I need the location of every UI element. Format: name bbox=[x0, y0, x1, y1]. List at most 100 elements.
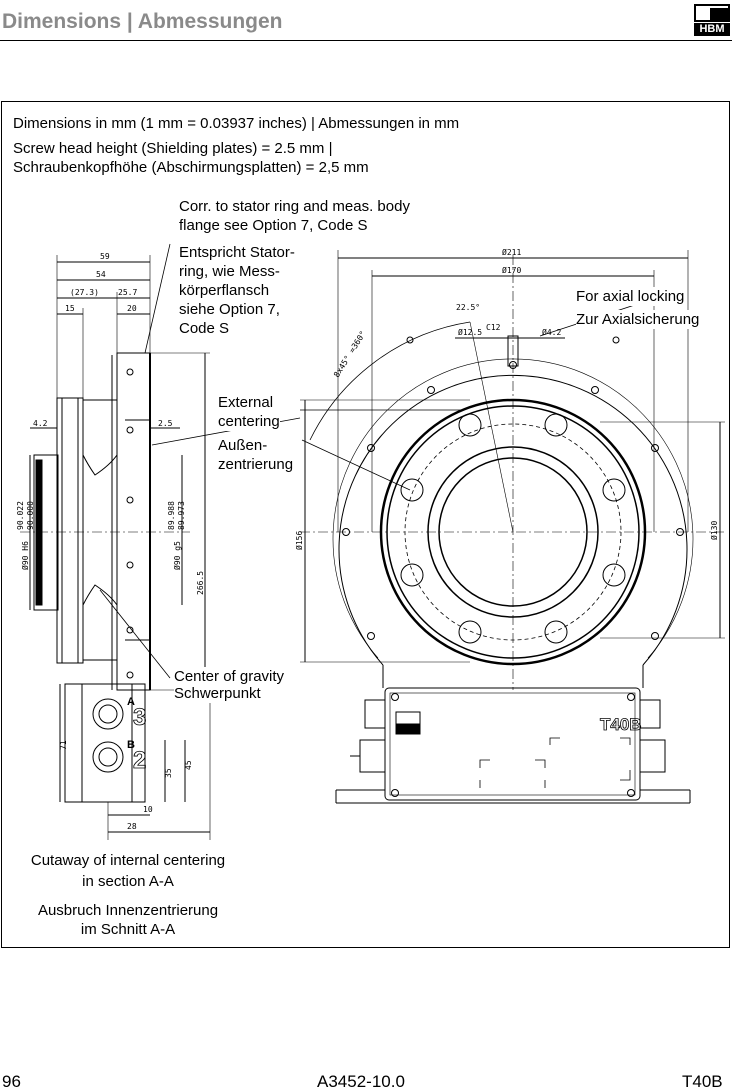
leader-line-cog bbox=[99, 589, 171, 679]
dim-15: 15 bbox=[65, 304, 75, 313]
side-view bbox=[20, 255, 211, 840]
rotor-bolt-hole bbox=[400, 563, 424, 587]
housing-logo bbox=[395, 711, 421, 725]
dim-c12: C12 bbox=[486, 323, 501, 332]
caption-cutaway-en-1: Cutaway of internal centering bbox=[30, 852, 226, 869]
side-rotor-section-lower bbox=[82, 584, 118, 661]
callout-corr-en-1: Corr. to stator ring and meas. body bbox=[179, 198, 410, 215]
callout-corr-de-2: ring, wie Mess- bbox=[179, 263, 280, 280]
side-flange bbox=[56, 397, 84, 664]
rotor-bolt-hole bbox=[544, 620, 568, 644]
leader-line-stator bbox=[144, 243, 171, 354]
housing-model-text: T40B bbox=[600, 715, 642, 734]
front-view bbox=[99, 243, 725, 804]
dim-257: 25.7 bbox=[118, 288, 137, 297]
callout-axial-de: Zur Axialsicherung bbox=[576, 310, 700, 329]
dim-45: 45 bbox=[184, 760, 193, 770]
callout-corr-de-4: siehe Option 7, bbox=[179, 301, 280, 318]
front-housing bbox=[384, 687, 641, 801]
rotor-bolt-hole bbox=[544, 413, 568, 437]
footer-page-number: 96 bbox=[2, 1072, 21, 1091]
flange-screw bbox=[651, 632, 659, 640]
side-screw bbox=[126, 496, 134, 504]
hbm-logo-text: HBM bbox=[694, 23, 730, 36]
housing-connector-right bbox=[639, 739, 666, 773]
front-outer-flange bbox=[338, 374, 688, 666]
hbm-logo: HBM bbox=[694, 4, 730, 36]
housing-connector-right bbox=[639, 699, 661, 729]
rotor-bolt-hole bbox=[400, 478, 424, 502]
leader-line-external bbox=[301, 439, 411, 491]
housing-screw bbox=[391, 693, 399, 701]
side-screw bbox=[126, 671, 134, 679]
dim-42b: Ø4.2 bbox=[542, 327, 561, 337]
dim-2665: 266.5 bbox=[196, 571, 205, 595]
callout-external-2: centering bbox=[218, 412, 280, 431]
callout-corr-de-1: Entspricht Stator- bbox=[179, 244, 295, 261]
label-3: 3 bbox=[133, 704, 146, 731]
dim-g5-lower: 89.973 bbox=[177, 501, 186, 530]
side-stator bbox=[116, 352, 151, 691]
dim-59: 59 bbox=[100, 252, 110, 261]
flange-screw bbox=[591, 386, 599, 394]
dim-54: 54 bbox=[96, 270, 106, 279]
dim-20: 20 bbox=[127, 304, 137, 313]
side-rotor-section-upper bbox=[82, 399, 118, 476]
callout-corr-de-5: Code S bbox=[179, 320, 230, 337]
side-screw bbox=[126, 426, 134, 434]
callout-external-1: External bbox=[218, 393, 274, 412]
dim-156: Ø156 bbox=[294, 531, 304, 550]
callout-axial-en: For axial locking bbox=[576, 287, 685, 306]
hbm-logo-mark bbox=[694, 4, 730, 22]
callout-external-4: zentrierung bbox=[218, 455, 294, 474]
label-b: B bbox=[127, 739, 135, 751]
dim-125: Ø12.5 bbox=[458, 327, 482, 337]
dim-h6-lower: 90.000 bbox=[26, 501, 35, 530]
side-screw bbox=[126, 626, 134, 634]
side-rotor-hub bbox=[33, 454, 59, 611]
callout-corr-en-2: flange see Option 7, Code S bbox=[179, 217, 368, 234]
label-2: 2 bbox=[133, 747, 146, 774]
dim-10: 10 bbox=[143, 805, 153, 814]
housing-screw bbox=[627, 789, 635, 797]
side-screw bbox=[126, 368, 134, 376]
dim-170: Ø170 bbox=[502, 265, 521, 275]
screw-note-de: Schraubenkopfhöhe (Abschirmungsplatten) … bbox=[13, 159, 369, 176]
screw-note-en: Screw head height (Shielding plates) = 2… bbox=[13, 140, 333, 157]
callout-external-3: Außen- bbox=[218, 436, 268, 455]
side-dimensions: 59 54 (27.3) 25.7 15 20 4.2 2.5 266.5 Ø9… bbox=[16, 252, 205, 831]
connector-b-icon bbox=[92, 741, 124, 773]
rotor-bolt-hole bbox=[458, 413, 482, 437]
caption-cutaway-de-1: Ausbruch Innenzentrierung bbox=[37, 902, 219, 919]
housing-screw bbox=[391, 789, 399, 797]
caption-cutaway-en-2: in section A-A bbox=[82, 873, 174, 890]
footer-doc-number: A3452-10.0 bbox=[317, 1072, 405, 1091]
flange-screw bbox=[367, 632, 375, 640]
housing-connector-left bbox=[359, 739, 386, 773]
flange-screw bbox=[612, 336, 620, 344]
units-note: Dimensions in mm (1 mm = 0.03937 inches)… bbox=[13, 115, 460, 132]
rotor-bolt-hole bbox=[602, 563, 626, 587]
flange-screw bbox=[651, 444, 659, 452]
callout-cog-en: Center of gravity bbox=[174, 667, 285, 686]
dim-130: Ø130 bbox=[709, 521, 719, 540]
page-header-title: Dimensions | Abmessungen bbox=[2, 10, 283, 33]
dim-h6-upper: 90.022 bbox=[16, 501, 25, 530]
dim-h6: Ø90 H6 bbox=[20, 541, 30, 570]
flange-screw bbox=[427, 386, 435, 394]
callout-cog-de: Schwerpunkt bbox=[174, 684, 261, 703]
flange-screw bbox=[406, 336, 414, 344]
connector-a-icon bbox=[92, 698, 124, 730]
dim-g5: Ø90 g5 bbox=[172, 541, 182, 570]
dim-25: 2.5 bbox=[158, 419, 173, 428]
housing-connector-left bbox=[364, 699, 386, 729]
housing-model-label: T40B bbox=[600, 715, 642, 735]
dim-225: 22.5° bbox=[456, 303, 480, 312]
rotor-bolt-hole bbox=[602, 478, 626, 502]
footer-product: T40B bbox=[682, 1072, 723, 1091]
callout-corr-de-3: körperflansch bbox=[179, 282, 270, 299]
rotor-bolt-hole bbox=[458, 620, 482, 644]
flange-screw bbox=[367, 444, 375, 452]
drawing-frame bbox=[1, 101, 730, 948]
